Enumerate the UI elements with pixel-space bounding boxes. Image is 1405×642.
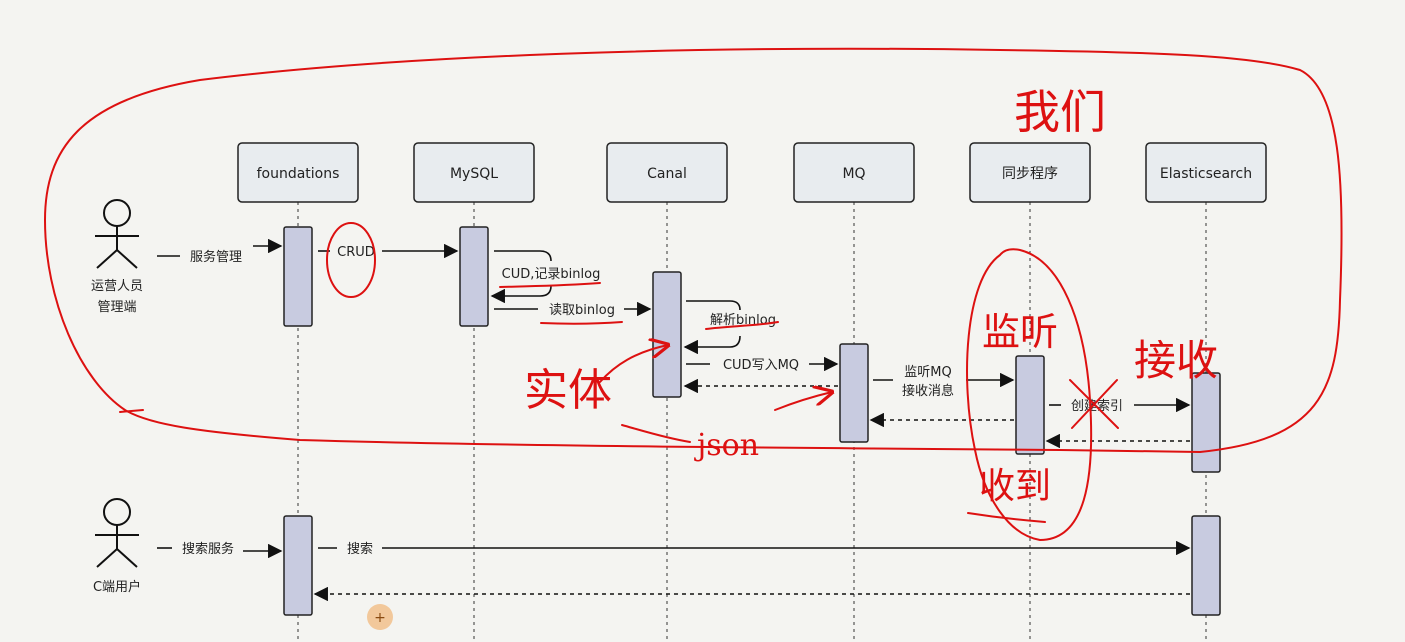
msg-cud-mq-label: CUD写入MQ — [723, 358, 799, 373]
red-arrow-json-tail — [621, 424, 691, 443]
red-enclosure-tail — [119, 409, 144, 413]
msg-read-binlog-label: 读取binlog — [549, 303, 615, 318]
red-enclosure — [44, 47, 1343, 453]
red-cross — [1069, 379, 1119, 429]
actor-c-user-label: C端用户 — [93, 579, 141, 595]
msg-parse-binlog-return — [683, 335, 741, 355]
participant-mq[interactable]: MQ — [793, 142, 915, 203]
red-underline-read-binlog — [540, 321, 623, 325]
participant-sync-program[interactable]: 同步程序 — [969, 142, 1091, 203]
red-arrow-json — [774, 392, 832, 411]
svg-text:MQ: MQ — [842, 166, 865, 182]
svg-text:Canal: Canal — [647, 166, 687, 182]
msg-search-label: 搜索 — [347, 542, 373, 557]
msg-listen-mq-label-1: 监听MQ — [904, 365, 951, 380]
red-sync-circle — [966, 248, 1093, 541]
msg-crud-label: CRUD — [337, 245, 375, 260]
red-note-receive: 接收 — [1134, 336, 1218, 385]
actor-c-user[interactable] — [95, 498, 139, 568]
participant-canal[interactable]: Canal — [606, 142, 728, 203]
actor-admin-label-2: 管理端 — [97, 300, 136, 315]
red-note-listen: 监听 — [982, 310, 1058, 354]
svg-text:foundations: foundations — [257, 166, 340, 182]
participant-mysql[interactable]: MySQL — [413, 142, 535, 203]
svg-text:同步程序: 同步程序 — [1002, 166, 1058, 182]
red-annotations — [44, 47, 1343, 541]
msg-cud-binlog-return — [490, 285, 552, 304]
red-underline-parse-binlog — [705, 321, 779, 330]
msg-parse-binlog-self — [686, 300, 741, 311]
red-underline-cud-binlog — [499, 282, 601, 288]
svg-text:Elasticsearch: Elasticsearch — [1160, 166, 1252, 182]
actor-admin[interactable] — [95, 199, 139, 269]
add-button[interactable]: + — [367, 604, 393, 630]
red-underline-received — [967, 512, 1046, 523]
participant-foundations[interactable]: foundations — [237, 142, 359, 203]
plus-icon: + — [374, 610, 386, 626]
msg-cud-binlog-self — [494, 250, 552, 262]
lifelines — [297, 202, 1207, 642]
msg-listen-mq-label-2: 接收消息 — [902, 383, 954, 399]
msg-cud-binlog-label: CUD,记录binlog — [502, 267, 601, 282]
participant-elasticsearch[interactable]: Elasticsearch — [1145, 142, 1267, 203]
red-note-json: json — [694, 428, 759, 463]
red-note-entity: 实体 — [524, 365, 612, 416]
msg-search-service-label: 搜索服务 — [182, 541, 234, 557]
red-crud-circle — [326, 222, 376, 298]
actor-admin-label: 运营人员 — [91, 279, 143, 294]
msg-service-mgmt-label: 服务管理 — [190, 249, 242, 265]
activation-bars — [283, 226, 1221, 616]
red-arrow-entity — [599, 345, 668, 383]
red-note-received: 收到 — [979, 466, 1051, 507]
svg-text:MySQL: MySQL — [450, 166, 498, 182]
red-note-us: 我们 — [1014, 85, 1106, 139]
